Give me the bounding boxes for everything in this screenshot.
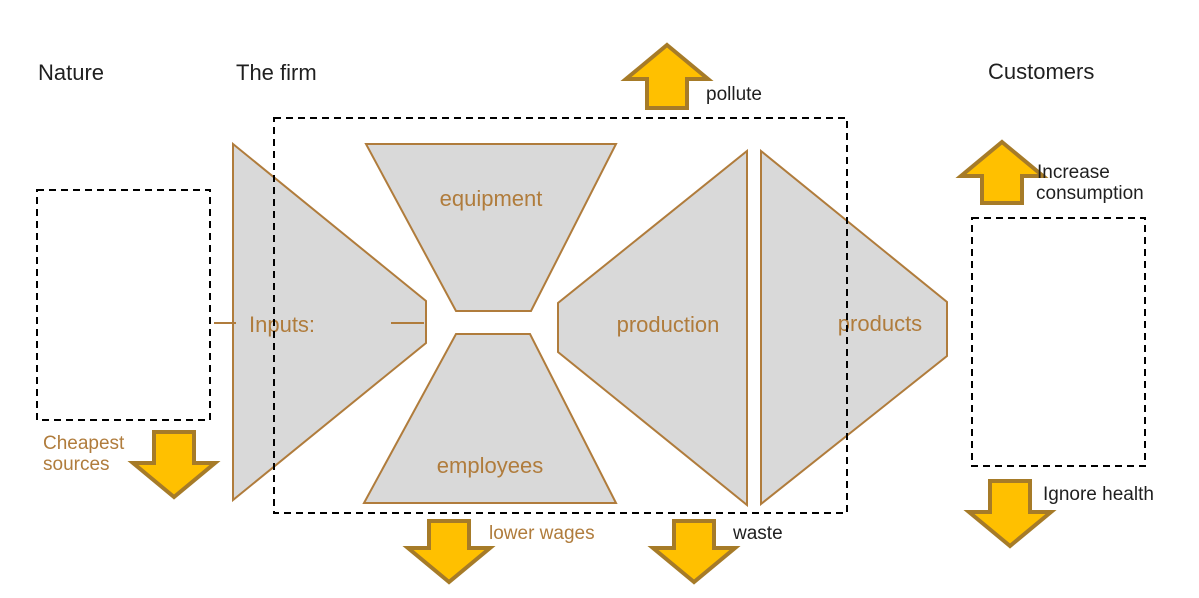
equipment-shape <box>364 143 618 312</box>
lower-wages-down-arrow-icon <box>402 519 496 585</box>
firm-title: The firm <box>236 60 317 85</box>
pollute-label: pollute <box>706 84 762 105</box>
cheapest-sources-label-line1: Cheapest <box>43 433 125 454</box>
pollute-up-arrow-icon <box>620 42 714 110</box>
products-label: products <box>838 311 922 336</box>
increase-consumption-up-arrow-icon <box>955 139 1049 205</box>
production-label: production <box>617 312 720 337</box>
production-shape <box>557 148 748 508</box>
lower-wages-label: lower wages <box>489 523 595 544</box>
customers-title: Customers <box>988 59 1094 84</box>
firm-box <box>273 117 848 514</box>
ignore-health-down-arrow-icon <box>963 479 1057 549</box>
equipment-label: equipment <box>440 186 543 211</box>
cheapest-sources-down-arrow-icon <box>127 430 221 500</box>
nature-title: Nature <box>38 60 104 85</box>
nature-box <box>36 189 211 421</box>
products-shape <box>760 148 948 507</box>
inputs-label: Inputs: <box>249 312 315 337</box>
customers-box <box>971 217 1146 467</box>
employees-label: employees <box>437 453 543 478</box>
increase-consumption-label-line1: Increase <box>1037 162 1110 183</box>
employees-shape <box>362 333 618 504</box>
increase-consumption-label-line2: consumption <box>1036 183 1144 204</box>
waste-down-arrow-icon <box>647 519 741 585</box>
firm-shapes-group <box>214 141 948 508</box>
ignore-health-label: Ignore health <box>1043 484 1154 505</box>
waste-label: waste <box>732 523 783 544</box>
inputs-shape <box>232 141 427 503</box>
cheapest-sources-label-line2: sources <box>43 454 110 475</box>
